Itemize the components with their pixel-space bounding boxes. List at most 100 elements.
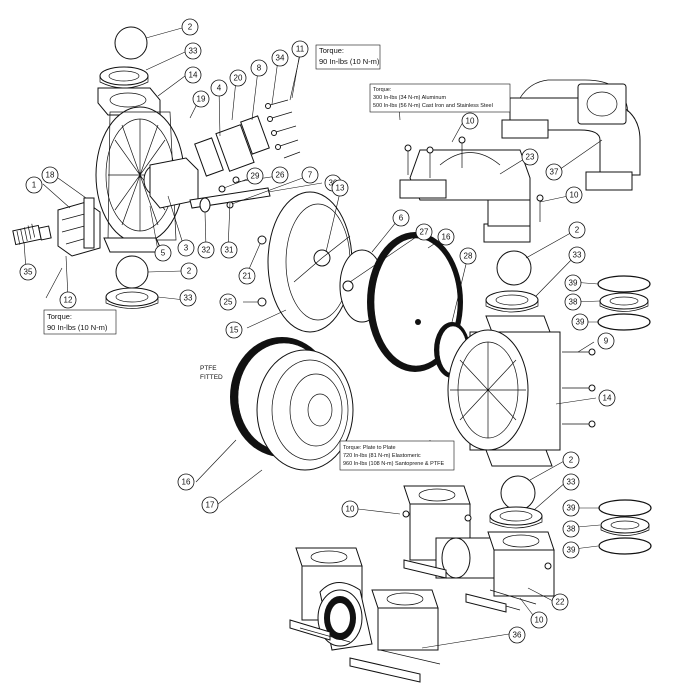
callout-bubble: 13 [331,179,349,197]
svg-text:29: 29 [251,172,260,181]
bottom-manifold [289,485,555,683]
svg-text:39: 39 [567,504,576,513]
backup-diaphragm [256,349,354,471]
svg-text:19: 19 [197,95,206,104]
svg-text:2: 2 [187,267,192,276]
svg-text:10: 10 [535,616,544,625]
callout-bubble: 27 [415,223,433,241]
svg-text:28: 28 [464,252,473,261]
svg-text:FITTED: FITTED [200,374,223,381]
svg-text:PTFE: PTFE [200,365,217,372]
callout-bubble: 10 [565,186,583,204]
valve-seat [99,66,149,89]
svg-text:500 In-lbs (56 N-m) Cast Iron: 500 In-lbs (56 N-m) Cast Iron and Stainl… [373,103,493,109]
callout-bubble: 22 [551,593,569,611]
svg-text:38: 38 [567,525,576,534]
callout-bubble: 20 [229,69,247,87]
bolts [265,99,301,159]
callout-bubble: 37 [545,163,563,181]
svg-text:33: 33 [573,251,582,260]
svg-text:32: 32 [202,246,211,255]
callout-bubble: 28 [459,247,477,265]
svg-text:2: 2 [188,23,193,32]
svg-text:34: 34 [276,54,285,63]
callout-bubble: 39 [562,499,580,517]
callout-bubble: 39 [562,541,580,559]
svg-text:Torque: Plate to Plate: Torque: Plate to Plate [343,445,396,451]
svg-text:15: 15 [230,326,239,335]
svg-text:20: 20 [234,74,243,83]
callout-bubble: 12 [59,291,77,309]
callout-bubble: 36 [508,626,526,644]
svg-text:25: 25 [224,298,233,307]
torque-note-left: Torque: 90 In-lbs (10 N-m) [43,309,117,335]
svg-text:90 In-lbs (10 N-m): 90 In-lbs (10 N-m) [319,57,380,66]
svg-text:4: 4 [217,84,222,93]
callout-bubble: 8 [250,59,268,77]
top-manifold [399,79,641,243]
svg-text:27: 27 [420,228,429,237]
callout-bubble: 26 [271,166,289,184]
callout-bubble: 33 [562,473,580,491]
valve-seat [489,506,543,529]
svg-text:13: 13 [336,184,345,193]
svg-text:35: 35 [24,268,33,277]
callout-bubble: 33 [568,246,586,264]
svg-text:18: 18 [46,171,55,180]
callout-bubble: 39 [571,313,589,331]
callout-bubble: 5 [154,244,172,262]
callout-bubble: 29 [246,167,264,185]
callout-bubble: 7 [301,166,319,184]
svg-text:33: 33 [184,294,193,303]
callout-bubble: 34 [271,49,289,67]
svg-text:39: 39 [569,279,578,288]
callout-bubble: 14 [598,389,616,407]
svg-text:31: 31 [225,246,234,255]
callout-bubble: 2 [180,262,198,280]
callout-bubble: 19 [192,90,210,108]
svg-text:16: 16 [442,233,451,242]
svg-text:300 In-lbs (34 N-m) Aluminum: 300 In-lbs (34 N-m) Aluminum [373,95,446,101]
callout-bubble: 17 [201,496,219,514]
svg-text:33: 33 [567,478,576,487]
callout-bubble: 38 [564,293,582,311]
svg-text:Torque:: Torque: [373,87,392,93]
callout-bubble: 18 [41,166,59,184]
callout-bubble: 4 [210,79,228,97]
svg-text:5: 5 [161,249,166,258]
svg-text:90 In-lbs (10 N-m): 90 In-lbs (10 N-m) [47,323,108,332]
callout-bubble: 14 [184,66,202,84]
callout-bubble: 16 [177,473,195,491]
svg-text:23: 23 [526,153,535,162]
svg-text:21: 21 [243,272,252,281]
svg-text:38: 38 [569,298,578,307]
svg-text:16: 16 [182,478,191,487]
svg-text:39: 39 [567,546,576,555]
diaphragm-assembly [230,191,470,471]
check-ball [496,250,532,286]
torque-note-plate: Torque: Plate to Plate 720 In-lbs (81 N-… [339,440,455,471]
callout-bubble: 35 [19,263,37,281]
callout-bubble: 32 [197,241,215,259]
svg-text:1: 1 [32,181,37,190]
right-chamber [447,250,652,555]
callout-bubble: 10 [341,500,359,518]
callout-bubble: 38 [562,520,580,538]
callout-bubble: 11 [291,40,309,58]
air-valve [57,197,101,257]
callout-bubble: 6 [392,209,410,227]
callout-bubble: 10 [530,611,548,629]
callout-bubble: 33 [179,289,197,307]
muffler [12,223,52,246]
callouts: 2 33 14 19 20 4 8 34 11 1 18 35 12 2 33 … [19,18,616,644]
svg-text:10: 10 [466,117,475,126]
svg-text:6: 6 [399,214,404,223]
callout-bubble: 39 [564,274,582,292]
callout-bubble: 33 [184,42,202,60]
left-assembly [12,26,301,309]
svg-text:37: 37 [550,168,559,177]
svg-text:Torque:: Torque: [319,46,344,55]
air-side-plate [267,191,353,333]
svg-text:10: 10 [346,505,355,514]
svg-text:3: 3 [184,244,189,253]
